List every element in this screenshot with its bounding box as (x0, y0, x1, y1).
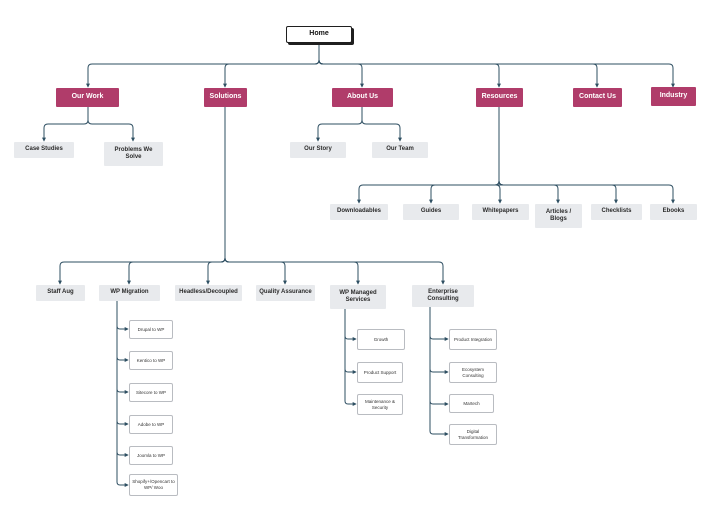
downloadables-node[interactable]: Downloadables (330, 204, 388, 220)
digital-transformation-node[interactable]: Digital Transformation (449, 424, 497, 445)
connector-line-29 (344, 309, 357, 341)
our-story-node[interactable]: Our Story (290, 142, 346, 158)
connector-line-22 (224, 107, 445, 285)
connector-line-16 (498, 107, 675, 204)
connector-line-8 (87, 107, 135, 142)
industry-node[interactable]: Industry (651, 87, 696, 106)
maintenance-security-node[interactable]: Maintenance & Security (357, 394, 403, 415)
connector-line-6 (318, 43, 675, 88)
headless-decoupled-node[interactable]: Headless/Decoupled (175, 285, 242, 301)
connector-line-23 (116, 301, 129, 331)
connector-line-21 (224, 107, 360, 285)
ebooks-node[interactable]: Ebooks (650, 204, 697, 220)
quality-assurance-node[interactable]: Quality Assurance (256, 285, 315, 301)
guides-node[interactable]: Guides (403, 204, 459, 220)
connector-line-20 (224, 107, 287, 285)
adobe-to-wp-node[interactable]: Adobe to WP (129, 415, 173, 434)
enterprise-consulting-node[interactable]: Enterprise Consulting (412, 285, 474, 307)
connector-line-9 (316, 107, 363, 142)
solutions-node[interactable]: Solutions (204, 88, 247, 107)
connector-line-4 (318, 43, 501, 88)
connector-line-1 (86, 43, 320, 88)
connector-line-31 (344, 309, 357, 406)
sitecore-to-wp-node[interactable]: Sitecore to WP (129, 383, 173, 402)
connector-line-3 (318, 43, 364, 88)
connector-line-19 (206, 107, 226, 285)
checklists-node[interactable]: Checklists (591, 204, 642, 220)
connector-line-26 (116, 301, 129, 426)
product-integration-node[interactable]: Product Integration (449, 329, 497, 350)
connector-line-17 (58, 107, 226, 285)
connector-line-18 (127, 107, 226, 285)
martech-node[interactable]: Martech (449, 394, 494, 413)
contact-us-node[interactable]: Contact Us (573, 88, 622, 107)
drupal-to-wp-node[interactable]: Drupal to WP (129, 320, 173, 339)
connector-line-34 (429, 307, 449, 406)
connector-line-28 (116, 301, 129, 487)
ecosystem-consulting-node[interactable]: Ecosystem Consulting (449, 362, 497, 383)
resources-node[interactable]: Resources (476, 88, 523, 107)
connector-line-2 (223, 43, 320, 88)
connector-line-24 (116, 301, 129, 362)
wp-migration-node[interactable]: WP Migration (99, 285, 160, 301)
connector-line-14 (498, 107, 560, 204)
our-work-node[interactable]: Our Work (56, 88, 119, 107)
case-studies-node[interactable]: Case Studies (14, 142, 74, 158)
home-node[interactable]: Home (286, 26, 352, 43)
our-team-node[interactable]: Our Team (372, 142, 428, 158)
connector-line-32 (429, 307, 449, 341)
shopify-opencart-to-wp-woo-node[interactable]: Shopify+/Opencart to WP/ Woo (129, 474, 178, 496)
connector-line-12 (429, 107, 500, 204)
joomla-to-wp-node[interactable]: Joomla to WP (129, 446, 173, 465)
connector-line-35 (429, 307, 449, 436)
problems-we-solve-node[interactable]: Problems We Solve (104, 142, 163, 166)
staff-aug-node[interactable]: Staff Aug (36, 285, 85, 301)
wp-managed-services-node[interactable]: WP Managed Services (330, 285, 386, 309)
kentico-to-wp-node[interactable]: Kentico to WP (129, 351, 173, 370)
product-support-node[interactable]: Product Support (357, 362, 403, 383)
connector-line-7 (42, 107, 89, 142)
connector-line-27 (116, 301, 129, 457)
articles-blogs-node[interactable]: Articles / Blogs (535, 204, 582, 228)
connector-line-30 (344, 309, 357, 374)
growth-node[interactable]: Growth (357, 329, 405, 350)
connector-line-25 (116, 301, 129, 394)
about-us-node[interactable]: About Us (332, 88, 393, 107)
whitepapers-node[interactable]: Whitepapers (472, 204, 529, 220)
connector-line-10 (361, 107, 402, 142)
